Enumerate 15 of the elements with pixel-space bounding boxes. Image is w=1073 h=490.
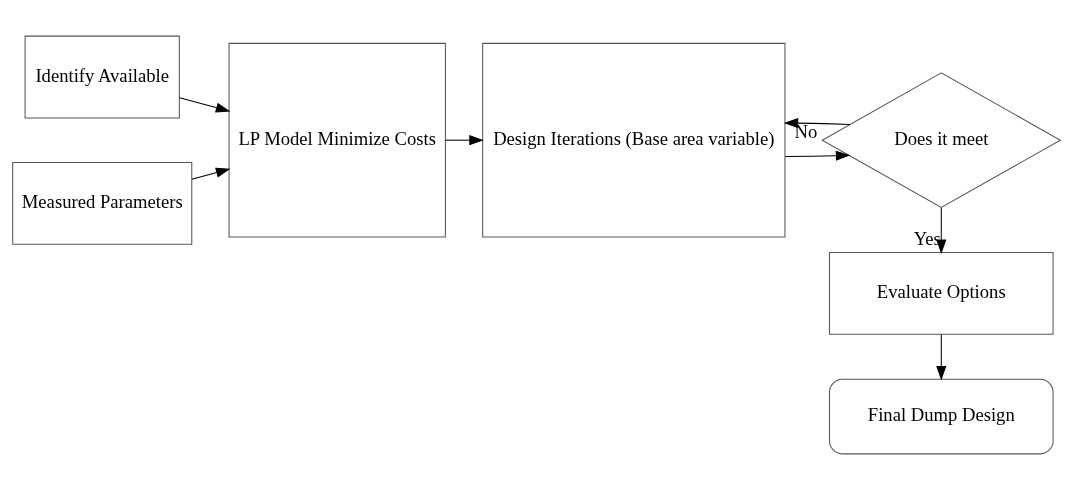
- node-box: Measured Parameters: [12, 161, 193, 245]
- node-box: Evaluate Options: [828, 252, 1054, 335]
- arrow: [191, 167, 231, 180]
- arrow: [444, 135, 484, 146]
- arrow: [783, 118, 851, 129]
- node-box: Final Dump Design: [828, 378, 1054, 455]
- arrow: [784, 150, 851, 161]
- edge-label: No: [794, 121, 818, 143]
- arrow: [936, 334, 947, 381]
- node-box: LP Model Minimize Costs: [228, 42, 446, 238]
- node-diamond: Does it meet: [821, 72, 1062, 209]
- arrow: [179, 97, 231, 113]
- node-box: Identify Available: [24, 35, 180, 119]
- node-box: Design Iterations (Base area variable): [482, 42, 786, 238]
- arrow: [936, 207, 947, 254]
